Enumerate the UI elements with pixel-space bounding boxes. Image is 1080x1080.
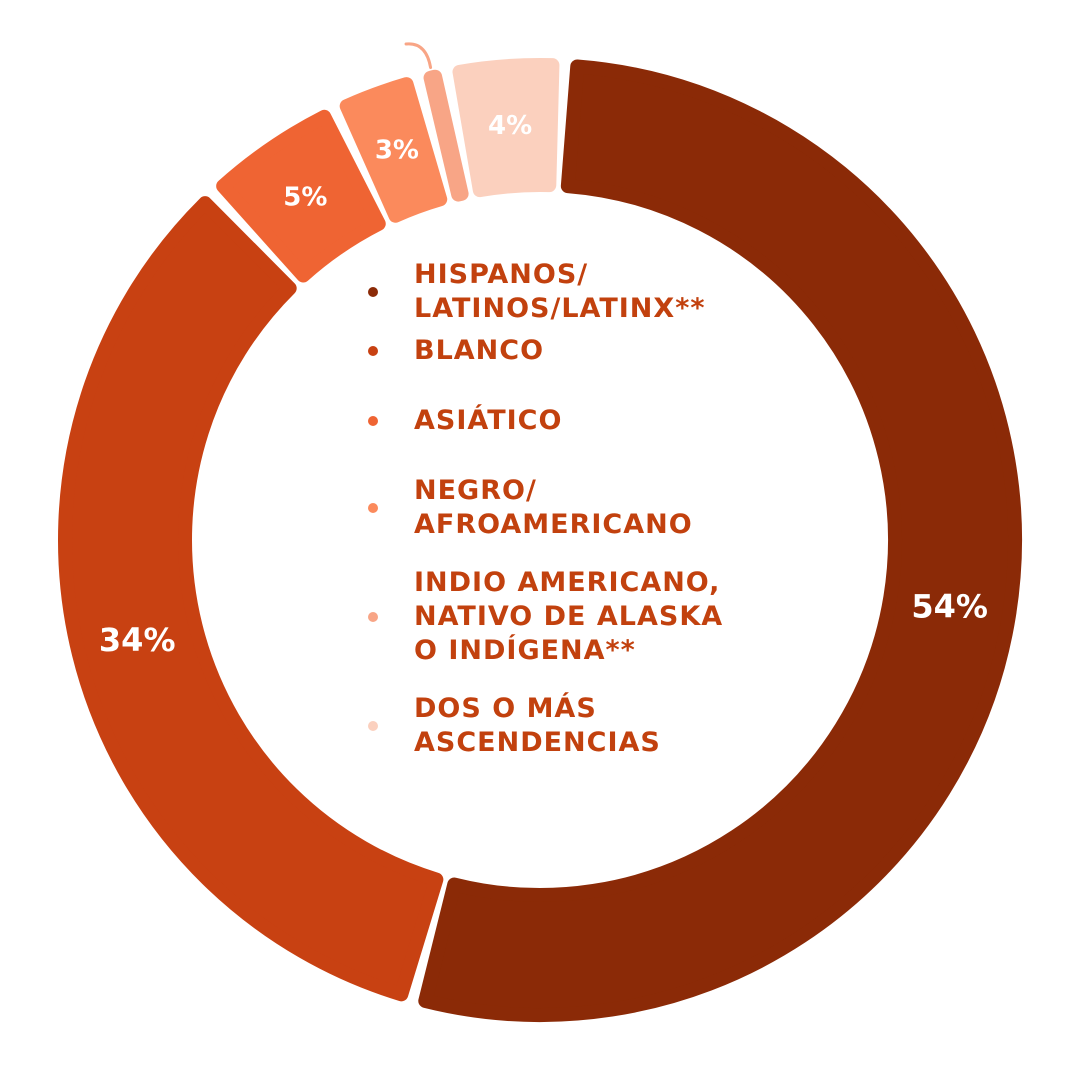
slice-value-label: 4% [488, 111, 532, 141]
legend-item-negro: NEGRO/ AFROAMERICANO [368, 474, 808, 542]
legend-dot [368, 503, 378, 513]
slice-value-label: 3% [375, 135, 419, 165]
slice-value-label: 5% [283, 183, 327, 213]
donut-slice [339, 77, 448, 223]
legend-label: BLANCO [414, 335, 545, 366]
legend-dot [368, 346, 378, 356]
legend-item-dos-o-mas: DOS O MÁS ASCENDENCIAS [368, 692, 808, 760]
legend-label: NEGRO/ AFROAMERICANO [414, 475, 693, 540]
legend: HISPANOS/ LATINOS/LATINX** BLANCO ASIÁTI… [368, 258, 808, 760]
leader-line [404, 42, 433, 70]
donut-slice [423, 69, 469, 202]
legend-item-indio-americano: INDIO AMERICANO, NATIVO DE ALASKA O INDÍ… [368, 566, 808, 668]
slice-value-label: 34% [99, 621, 176, 659]
legend-label: ASIÁTICO [414, 405, 563, 436]
legend-item-asiatico: ASIÁTICO [368, 404, 808, 438]
donut-slice [216, 109, 386, 283]
legend-label: DOS O MÁS ASCENDENCIAS [414, 693, 661, 758]
slice-value-label: 1% [360, 31, 404, 61]
donut-slice [418, 59, 1022, 1022]
legend-dot [368, 612, 378, 622]
legend-dot [368, 287, 378, 297]
legend-label: INDIO AMERICANO, NATIVO DE ALASKA O INDÍ… [414, 567, 724, 666]
legend-dot [368, 721, 378, 731]
donut-slice [452, 58, 560, 198]
slice-value-label: 54% [911, 588, 988, 626]
legend-label: HISPANOS/ LATINOS/LATINX** [414, 259, 706, 324]
legend-item-blanco: BLANCO [368, 334, 808, 368]
legend-item-hispanos: HISPANOS/ LATINOS/LATINX** [368, 258, 808, 326]
donut-slice [58, 196, 444, 1002]
legend-dot [368, 416, 378, 426]
